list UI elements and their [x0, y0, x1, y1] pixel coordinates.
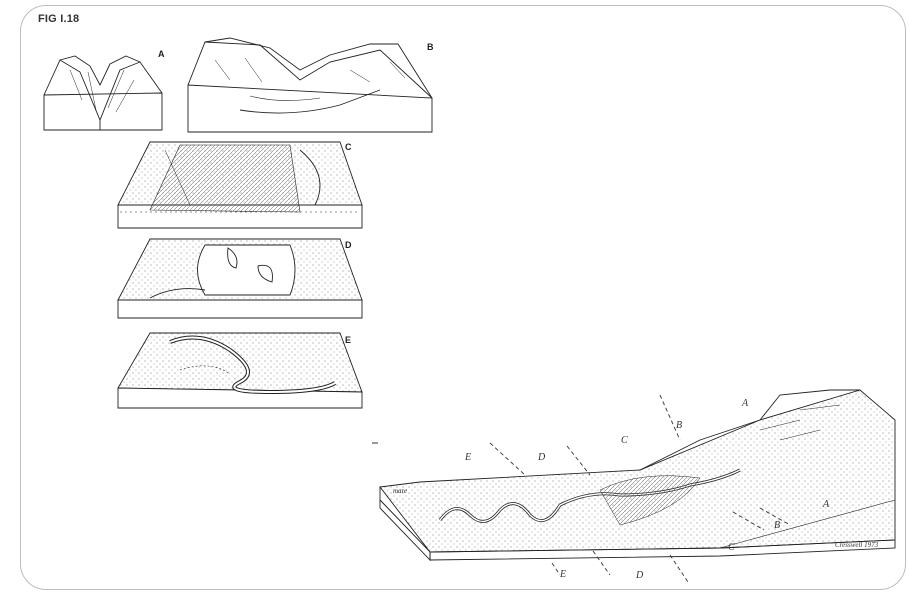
zone-label-a-side: A	[822, 499, 830, 510]
block-e	[118, 333, 362, 408]
zone-label-c-side: C	[728, 542, 735, 553]
panel-label-b: B	[427, 42, 434, 52]
block-d	[118, 239, 362, 318]
block-c	[118, 142, 362, 228]
panel-label-e: E	[345, 335, 351, 345]
block-a	[44, 56, 162, 130]
zone-label-c-top: C	[621, 435, 628, 446]
zone-label-d-top: D	[537, 452, 546, 463]
zone-label-e-top: E	[464, 452, 471, 463]
block-b	[188, 38, 432, 132]
mouth-label: mare	[393, 487, 407, 495]
panel-label-a: A	[158, 49, 165, 59]
zone-label-d-bottom: D	[635, 570, 644, 581]
panel-label-d: D	[345, 240, 352, 250]
panel-label-c: C	[345, 142, 352, 152]
zone-label-a-top: A	[741, 398, 749, 409]
zone-label-b-top: B	[676, 420, 682, 431]
artist-signature: Cresswell 1973	[835, 541, 879, 549]
zone-label-e-bottom: E	[559, 569, 566, 580]
zone-label-b-side: B	[774, 520, 780, 531]
river-profile-block	[380, 390, 895, 560]
